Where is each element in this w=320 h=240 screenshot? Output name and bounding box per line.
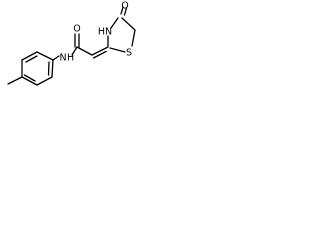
sulfur-ring-label: S xyxy=(126,48,132,59)
chemical-structure-diagram: O HN S O N H xyxy=(7,1,136,86)
bond-c4-c5 xyxy=(121,17,136,31)
bond-c4-o-double xyxy=(123,7,128,16)
structure-canvas: O HN S O N H xyxy=(0,0,150,102)
bond-methyl xyxy=(7,76,23,85)
oxygen-amide-label: O xyxy=(73,24,80,35)
bond-c2-ch xyxy=(91,46,109,56)
bond-c4-o xyxy=(120,6,124,15)
nitrogen-amide-label: N xyxy=(59,53,66,64)
benzene-double-3 xyxy=(25,55,38,63)
bond-carbonyl-n xyxy=(71,46,78,56)
oxygen-ring-label: O xyxy=(121,1,128,12)
bond-ch-carbonyl xyxy=(76,46,93,56)
benzene-bond-5 xyxy=(21,51,38,61)
bond-c2-ch-double xyxy=(92,50,107,59)
benzene-bond-3 xyxy=(21,76,38,86)
bond-c5-s1 xyxy=(131,29,136,47)
bond-c4-n3 xyxy=(110,17,119,29)
hydrogen-amide-label: H xyxy=(67,53,74,64)
bond-s1-c2 xyxy=(109,47,126,53)
benzene-bond-2 xyxy=(36,76,53,86)
benzene-bond-6 xyxy=(36,51,54,61)
nitrogen-ring-label: HN xyxy=(98,27,112,38)
benzene-bond-1 xyxy=(51,59,54,78)
benzene-double-2 xyxy=(23,74,36,82)
bond-n-aryl xyxy=(52,55,60,61)
benzene-double-1 xyxy=(47,61,50,76)
